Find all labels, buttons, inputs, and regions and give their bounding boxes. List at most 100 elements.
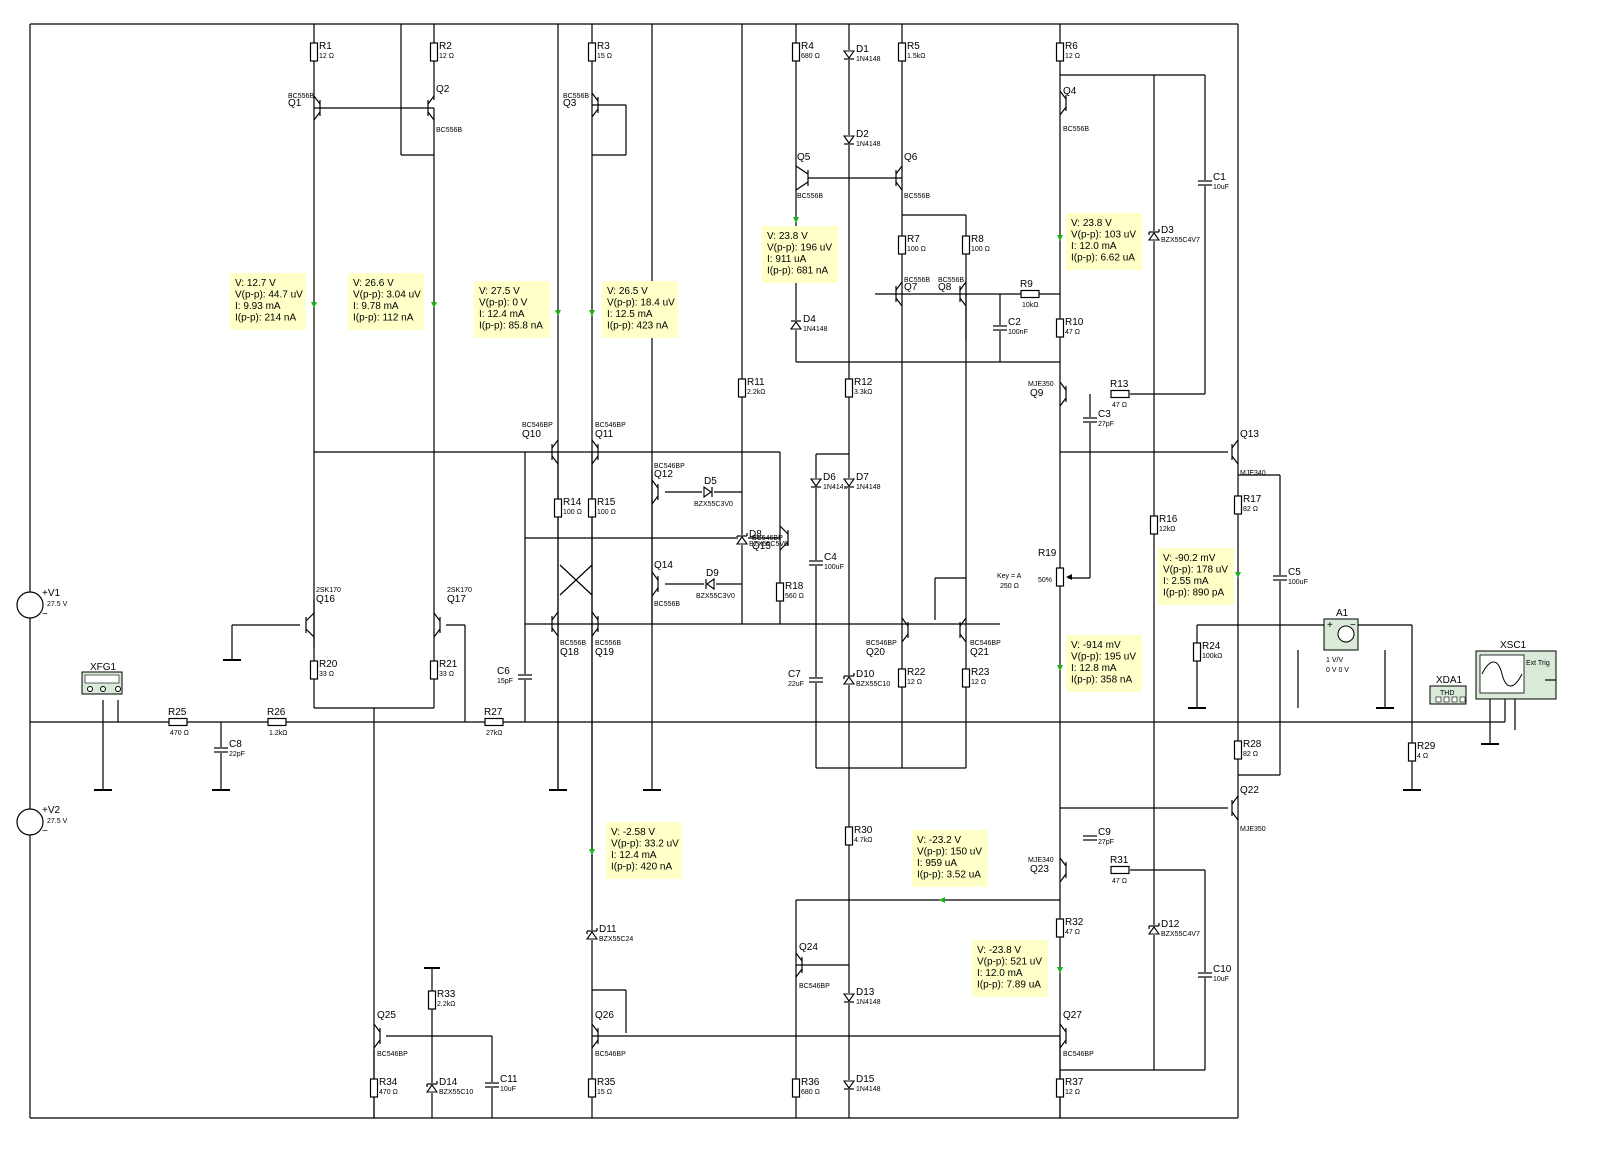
measurement-probe-p8[interactable]: V: -914 mVV(p-p): 195 uVI: 12.8 mAI(p-p)… (1066, 635, 1142, 692)
measurement-probe-p9[interactable]: V: -2.58 VV(p-p): 33.2 uVI: 12.4 mAI(p-p… (606, 822, 682, 879)
measurement-probe-p4[interactable]: V: 26.5 VV(p-p): 18.4 uVI: 12.5 mAI(p-p)… (602, 281, 678, 338)
function-generator-xfg1[interactable]: XFG1 (81, 662, 123, 695)
component-r5[interactable]: R51.5kΩ (897, 41, 926, 62)
measurement-probe-p5[interactable]: V: 23.8 VV(p-p): 196 uVI: 911 uAI(p-p): … (762, 226, 838, 283)
measurement-probe-p6[interactable]: V: 23.8 VV(p-p): 103 uVI: 12.0 mAI(p-p):… (1066, 213, 1142, 270)
measurement-probe-p11[interactable]: V: -23.8 VV(p-p): 521 uVI: 12.0 mAI(p-p)… (972, 940, 1048, 997)
measurement-probe-p3[interactable]: V: 27.5 VV(p-p): 0 VI: 12.4 mAI(p-p): 85… (474, 281, 550, 338)
measurement-probe-p7[interactable]: V: -90.2 mVV(p-p): 178 uVI: 2.55 mAI(p-p… (1158, 548, 1234, 605)
measurement-probe-p2[interactable]: V: 26.6 VV(p-p): 3.04 uVI: 9.78 mAI(p-p)… (348, 273, 424, 330)
